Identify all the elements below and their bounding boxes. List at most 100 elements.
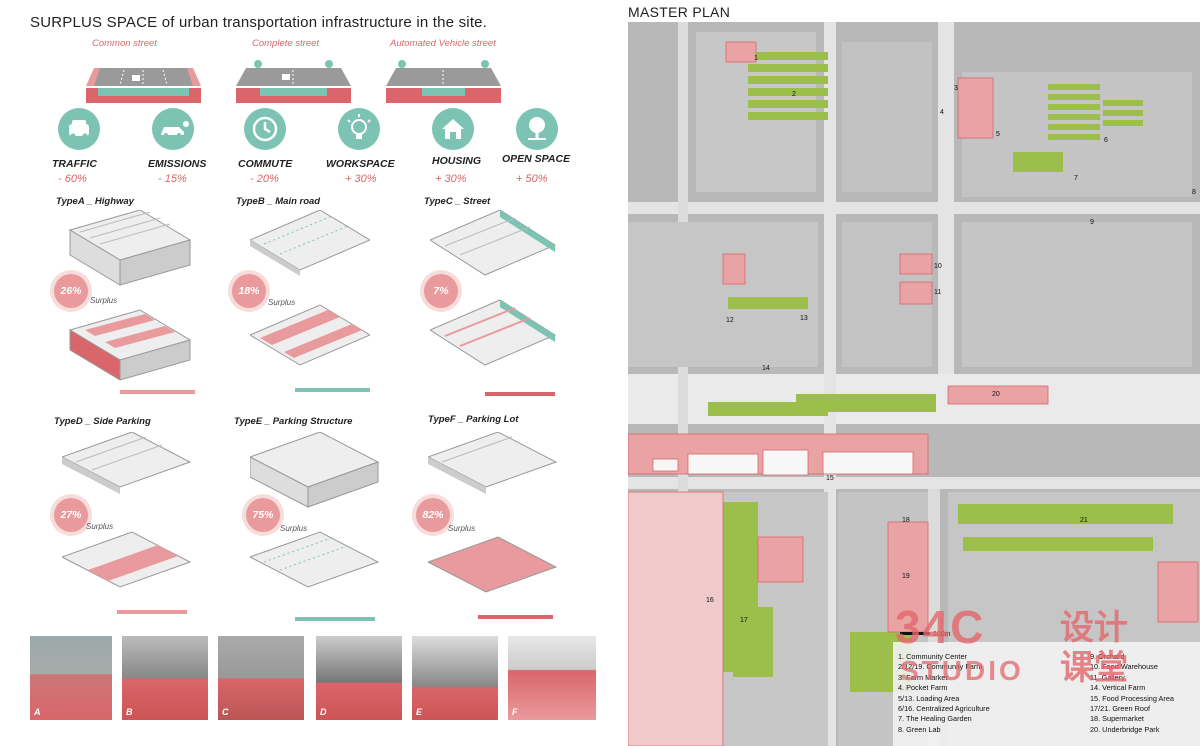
legend-item-8: 8. Green Lab [898, 724, 941, 734]
site-number-15: 15 [826, 475, 834, 482]
panel-title: SURPLUS SPACE of urban transportation in… [30, 14, 488, 31]
site-number-17: 17 [740, 617, 748, 624]
type-c-surplus-pct: 7% [424, 274, 458, 308]
photo-e: E [412, 636, 498, 720]
watermark-brand: 34C [895, 601, 986, 653]
stat-value-open-space: + 50% [516, 173, 548, 185]
stat-label-emissions: EMISSIONS [148, 158, 207, 170]
master-plan-map: 1 2 3 4 5 6 7 8 9 10 11 12 13 14 15 16 1… [628, 22, 1200, 746]
stat-value-commute: - 20% [250, 173, 279, 185]
stat-label-workspace: WORKSPACE [326, 158, 395, 170]
photo-d: D [316, 636, 402, 720]
site-number-7: 7 [1074, 175, 1078, 182]
house-icon [432, 108, 474, 150]
photo-a: A [30, 636, 112, 720]
site-number-18: 18 [902, 517, 910, 524]
legend-item-15: 15. Food Processing Area [1090, 693, 1174, 703]
legend-right: 9. Orchard 10. Food Warehouse 11. Galler… [1090, 652, 1174, 735]
legend-item-11: 11. Gallery [1090, 672, 1125, 682]
photo-f-label: F [512, 707, 518, 717]
site-number-12: 12 [726, 317, 734, 324]
site-number-19: 19 [902, 573, 910, 580]
stat-label-commute: COMMUTE [238, 158, 293, 170]
stat-value-workspace: + 30% [345, 173, 377, 185]
site-number-9: 9 [1090, 219, 1094, 226]
stat-value-housing: + 30% [435, 173, 467, 185]
lightbulb-icon [338, 108, 380, 150]
type-f-parking-lot-diagram [428, 432, 558, 619]
photo-d-label: D [320, 707, 327, 717]
site-number-1: 1 [754, 55, 758, 62]
legend-item-3: 3. Farm Market [898, 672, 948, 682]
site-number-13: 13 [800, 315, 808, 322]
type-d-surplus-label: Surplus [86, 522, 114, 531]
type-d-surplus-pct: 27% [54, 498, 88, 532]
legend-item-20: 20. Underbridge Park [1090, 724, 1160, 734]
photo-b-label: B [126, 707, 133, 717]
legend-item-10: 10. Food Warehouse [1090, 662, 1158, 672]
type-b-main-road-diagram [250, 210, 370, 392]
type-a-highway-diagram [68, 210, 195, 394]
watermark-chars-2: 课堂 [1060, 649, 1128, 687]
legend-item-18: 18. Supermarket [1090, 714, 1144, 724]
stat-label-open-space: OPEN SPACE [502, 153, 571, 165]
legend-item-6: 6/16. Centralized Agriculture [898, 704, 990, 714]
stat-value-emissions: - 15% [158, 173, 187, 185]
site-number-10: 10 [934, 263, 942, 270]
type-b-label: TypeB _ Main road [236, 196, 321, 207]
tree-icon [516, 108, 558, 150]
site-number-2: 2 [792, 91, 796, 98]
site-number-4: 4 [940, 109, 944, 116]
site-plan-drawing: 1 2 3 4 5 6 7 8 9 10 11 12 13 14 15 16 1… [628, 22, 1200, 746]
street-label-complete: Complete street [252, 38, 320, 49]
type-a-label: TypeA _ Highway [56, 196, 134, 207]
type-e-label: TypeE _ Parking Structure [234, 416, 353, 427]
emission-car-icon [152, 108, 194, 150]
stat-label-traffic: TRAFFIC [52, 158, 97, 170]
legend-item-5: 5/13. Loading Area [898, 693, 960, 703]
type-e-surplus-pct: 75% [246, 498, 280, 532]
photo-c-label: C [222, 707, 229, 717]
clock-icon [244, 108, 286, 150]
site-number-6: 6 [1104, 137, 1108, 144]
photo-f: F [508, 636, 596, 720]
legend-item-14: 14. Vertical Farm [1090, 683, 1146, 693]
legend-left: 1. Community Center 2/12/19. Community F… [898, 652, 990, 735]
photo-b: B [122, 636, 208, 720]
site-number-14: 14 [762, 365, 770, 372]
photo-a-label: A [34, 707, 41, 717]
common-street-section [86, 68, 201, 103]
type-b-surplus-label: Surplus [268, 298, 296, 307]
site-number-3: 3 [954, 85, 958, 92]
type-d-label: TypeD _ Side Parking [54, 416, 151, 427]
photo-c: C [218, 636, 304, 720]
legend-item-7: 7. The Healing Garden [898, 714, 972, 724]
type-c-street-diagram [430, 210, 557, 396]
legend-item-4: 4. Pocket Farm [898, 683, 948, 693]
type-e-surplus-label: Surplus [280, 524, 308, 533]
site-number-16: 16 [706, 597, 714, 604]
legend-item-9: 9. Orchard [1090, 652, 1125, 661]
type-f-label: TypeF _ Parking Lot [428, 414, 519, 425]
watermark-chars: 设计 [1060, 609, 1128, 647]
type-f-surplus-label: Surplus [448, 524, 476, 533]
site-number-20: 20 [992, 391, 1000, 398]
site-number-11: 11 [934, 289, 941, 296]
street-label-common: Common street [92, 38, 157, 49]
type-b-surplus-pct: 18% [232, 274, 266, 308]
type-e-parking-structure-diagram [250, 432, 380, 621]
site-number-5: 5 [996, 131, 1000, 138]
legend-item-17: 17/21. Green Roof [1090, 704, 1151, 714]
scale-label: 100m [933, 631, 951, 638]
site-number-21: 21 [1080, 517, 1088, 524]
photo-e-label: E [416, 707, 423, 717]
stat-value-traffic: - 60% [58, 173, 87, 185]
type-c-label: TypeC _ Street [424, 196, 491, 207]
complete-street-section [236, 60, 351, 103]
legend-item-2: 2/12/19. Community Farm [898, 662, 983, 672]
street-label-automated: Automated Vehicle street [390, 38, 496, 49]
stat-label-housing: HOUSING [432, 155, 482, 167]
master-plan-title: MASTER PLAN [628, 4, 731, 20]
type-a-surplus-pct: 26% [54, 274, 88, 308]
type-d-side-parking-diagram [62, 432, 192, 614]
